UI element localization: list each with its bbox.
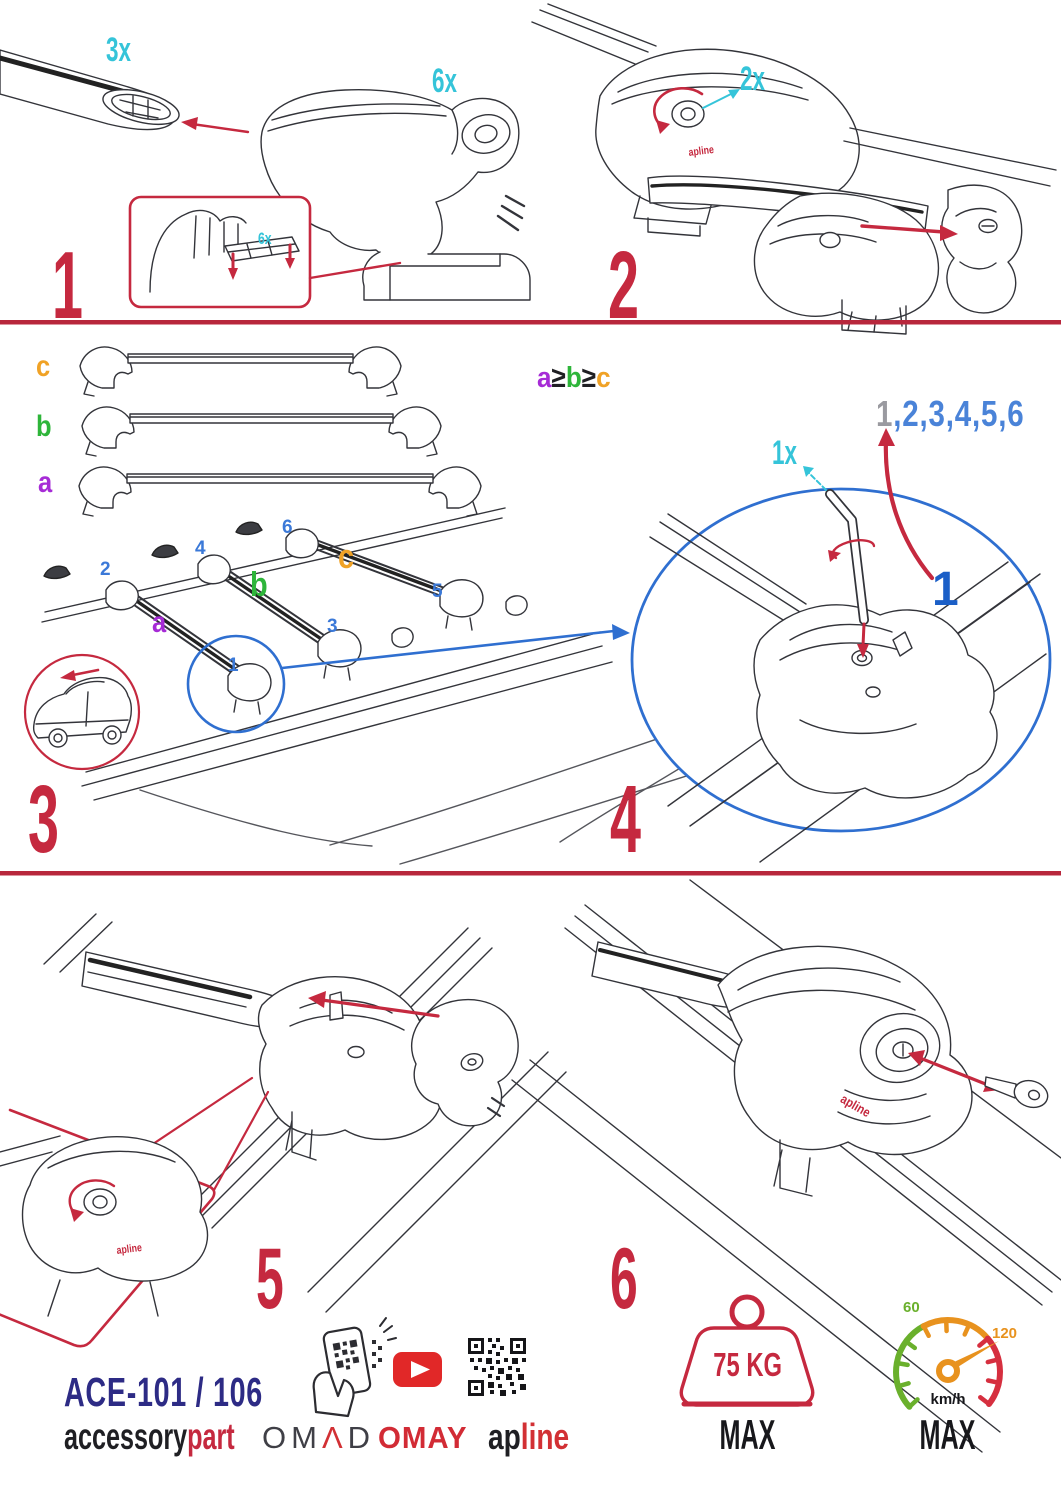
- roof-letter-c: c: [338, 538, 355, 576]
- step3-roof-scene: [23, 507, 1047, 865]
- step5-number: 5: [256, 1231, 284, 1327]
- sequence-start-number: 1: [932, 563, 959, 616]
- divider-top: [0, 320, 1061, 325]
- formula-geq2: ≥: [581, 362, 597, 394]
- speed-120-label: 120: [992, 1325, 1018, 1342]
- accessorypart-logo-red: part: [187, 1416, 235, 1457]
- omay-logo: OMAY: [378, 1420, 468, 1455]
- max-weight-label: MAX: [719, 1411, 776, 1458]
- step2-illustration: [531, 3, 1057, 335]
- omad-logo: OMΛD: [262, 1422, 375, 1453]
- step4-illustration: [630, 428, 1052, 863]
- sequence-rest: ,2,3,4,5,6: [893, 393, 1025, 434]
- omad-lambda: Λ: [321, 1420, 348, 1455]
- omad-left: OM: [262, 1420, 322, 1455]
- step3-number: 3: [28, 766, 59, 873]
- roof-position-1: 1: [228, 655, 239, 676]
- step1-illustration: [0, 49, 531, 309]
- step6-illustration: [511, 879, 1061, 1453]
- omad-right: D: [347, 1420, 376, 1455]
- pad-quantity-label: 6x: [258, 229, 272, 248]
- speed-60-label: 60: [903, 1299, 920, 1316]
- size-order-formula: a≥b≥c: [537, 364, 611, 393]
- formula-geq1: ≥: [551, 362, 566, 394]
- bar-b-label: b: [36, 410, 52, 443]
- key-quantity-label: 1x: [772, 434, 797, 472]
- step6-number: 6: [610, 1231, 638, 1327]
- speed-limit-icon: [893, 1317, 1003, 1410]
- sequence-first: 1: [876, 393, 894, 434]
- max-speed-label: MAX: [919, 1411, 976, 1458]
- roof-position-4: 4: [195, 538, 206, 559]
- step5-illustration: [0, 913, 567, 1348]
- roof-position-2: 2: [100, 559, 111, 580]
- lock-quantity-label: 2x: [740, 60, 765, 98]
- bar-a-label: a: [38, 466, 53, 499]
- youtube-icon: [393, 1352, 442, 1387]
- accessorypart-logo-black: accessory: [64, 1416, 188, 1457]
- qr-scan-hand-icon: [312, 1317, 397, 1418]
- speed-unit-label: km/h: [930, 1391, 966, 1408]
- roof-position-5: 5: [432, 581, 443, 602]
- apline-footer-logo: apline: [488, 1419, 569, 1455]
- roof-letter-b: b: [250, 566, 268, 604]
- step4-number: 4: [610, 766, 641, 873]
- formula-b: b: [565, 362, 582, 394]
- apline-logo-red: line: [520, 1416, 570, 1457]
- bar-c-label: c: [36, 350, 51, 383]
- max-weight-value: 75 KG: [713, 1346, 782, 1383]
- tightening-sequence: 1,2,3,4,5,6: [876, 396, 1025, 432]
- roof-position-6: 6: [282, 517, 293, 538]
- formula-c: c: [596, 362, 611, 394]
- accessorypart-logo: accessorypart: [64, 1418, 235, 1455]
- step1-number: 1: [52, 232, 83, 339]
- weight-limit-icon: [679, 1294, 815, 1407]
- formula-a: a: [537, 362, 552, 394]
- qr-code: [468, 1338, 526, 1396]
- roof-letter-a: a: [152, 606, 167, 639]
- model-number: ACE-101 / 106: [64, 1369, 263, 1415]
- bar-quantity-label: 3x: [106, 31, 131, 69]
- divider-bottom: [0, 871, 1061, 876]
- roof-position-3: 3: [327, 616, 338, 637]
- step2-number: 2: [608, 232, 639, 339]
- foot-quantity-label: 6x: [432, 62, 457, 100]
- step3-bar-stack: [78, 346, 482, 517]
- apline-logo-dark: ap: [488, 1416, 521, 1457]
